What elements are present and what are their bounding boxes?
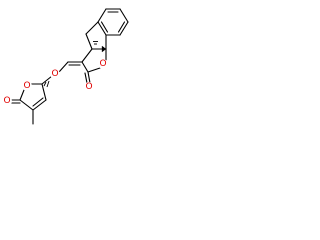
bond	[97, 8, 107, 23]
exocyclic-linker	[41, 61, 83, 85]
atom-o-label: O	[51, 69, 58, 79]
bond	[119, 21, 129, 36]
upper-lactone-ring	[81, 48, 107, 84]
bond	[81, 48, 93, 63]
stereo-hash	[46, 80, 50, 88]
atom-o-label: O	[85, 82, 92, 92]
atom-labels: O O O O O	[2, 59, 108, 106]
bond	[19, 89, 25, 101]
bond	[84, 72, 88, 84]
bond	[32, 97, 44, 107]
bond	[41, 75, 53, 85]
atom-o-label: O	[3, 96, 10, 106]
bond	[85, 33, 93, 50]
benzene-ring	[97, 8, 129, 36]
molecule-structure-diagram: O O O O O	[2, 8, 129, 125]
bond	[85, 21, 99, 35]
cyclopentane-ring	[85, 21, 107, 53]
bond	[117, 21, 126, 33]
bond	[87, 71, 91, 84]
bond	[41, 83, 47, 101]
atom-o-label: O	[99, 59, 106, 69]
bond	[87, 67, 101, 73]
stereo-hash	[43, 81, 47, 87]
lower-butenolide-ring	[10, 80, 50, 125]
stereo-wedge	[101, 45, 107, 53]
bond	[81, 61, 89, 73]
bond	[58, 61, 69, 73]
bond	[32, 99, 47, 111]
bond	[19, 99, 34, 111]
bond	[119, 8, 129, 23]
atom-o-label: O	[23, 81, 30, 91]
bond	[97, 21, 107, 36]
bond	[100, 21, 109, 33]
